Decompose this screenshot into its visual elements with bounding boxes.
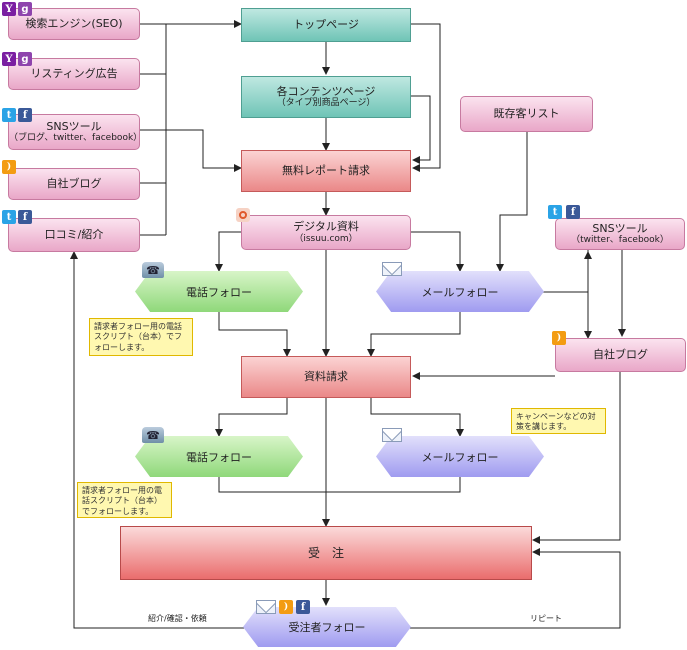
sns-right-node: SNSツール （twitter、facebook） [555, 218, 685, 250]
mail-icon [382, 428, 402, 442]
document-request-label: 資料請求 [304, 370, 348, 384]
note-phone-2: 請求者フォロー用の電話スクリプト（台本）でフォローします。 [77, 482, 172, 518]
note-phone-2-text: 請求者フォロー用の電話スクリプト（台本）でフォローします。 [82, 486, 162, 516]
phone-icon: ☎ [142, 427, 164, 443]
phone-follow-2: 電話フォロー [135, 436, 303, 477]
phone-follow-1-label: 電話フォロー [186, 285, 252, 299]
twitter-icon: t [2, 210, 16, 224]
rss-icon: ) [279, 600, 293, 614]
rss-icon: ) [552, 331, 566, 345]
seo-label: 検索エンジン(SEO) [25, 17, 123, 31]
facebook-icon: f [566, 205, 580, 219]
free-report-label: 無料レポート請求 [282, 164, 370, 178]
document-request-node: 資料請求 [241, 356, 411, 398]
after-order-label: 受注者フォロー [288, 621, 366, 634]
edge-label-repeat: リピート [528, 613, 564, 624]
digital-title: デジタル資料 [293, 220, 359, 233]
mail-follow-2: メールフォロー [376, 436, 544, 477]
blog-left-label: 自社ブログ [46, 177, 102, 191]
blog-right-label: 自社ブログ [593, 348, 648, 362]
blog-left-node: 自社ブログ [8, 168, 140, 200]
yahoo-icon: Y [2, 2, 16, 16]
mail-icon [382, 262, 402, 276]
google-icon: g [18, 2, 32, 16]
yahoo-icon: Y [2, 52, 16, 66]
facebook-icon: f [296, 600, 310, 614]
note-mail-2: キャンペーンなどの対策を講じます。 [511, 408, 606, 434]
mail-icon [256, 600, 276, 614]
existing-customers-node: 既存客リスト [460, 96, 593, 132]
digital-docs-node: デジタル資料 （issuu.com） [241, 215, 411, 250]
edge-label-referral: 紹介/確認・依頼 [146, 613, 209, 624]
sns-left-sub: （ブログ、twitter、facebook） [9, 133, 143, 144]
order-node: 受 注 [120, 526, 532, 580]
listing-label: リスティング広告 [30, 67, 118, 81]
mail-follow-1: メールフォロー [376, 271, 544, 312]
mail-follow-2-label: メールフォロー [421, 450, 499, 464]
twitter-icon: t [2, 108, 16, 122]
top-page-node: トップページ [241, 8, 411, 42]
blog-right-node: 自社ブログ [555, 338, 686, 372]
order-label: 受 注 [307, 545, 344, 560]
top-page-label: トップページ [293, 18, 359, 32]
sns-right-sub: （twitter、facebook） [571, 235, 669, 246]
google-icon: g [18, 52, 32, 66]
phone-icon: ☎ [142, 262, 164, 278]
note-mail-2-text: キャンペーンなどの対策を講じます。 [516, 412, 596, 432]
sns-left-node: SNSツール （ブログ、twitter、facebook） [8, 114, 143, 150]
phone-follow-2-label: 電話フォロー [186, 450, 252, 464]
content-page-node: 各コンテンツページ （タイプ別商品ページ） [241, 76, 411, 118]
after-order-follow: 受注者フォロー [243, 607, 411, 647]
note-phone-1-text: 請求者フォロー用の電話スクリプト（台本）でフォローします。 [94, 322, 182, 352]
twitter-icon: t [548, 205, 562, 219]
note-phone-1: 請求者フォロー用の電話スクリプト（台本）でフォローします。 [89, 318, 193, 356]
content-title: 各コンテンツページ [276, 84, 376, 98]
facebook-icon: f [18, 108, 32, 122]
kuchikomi-label: 口コミ/紹介 [44, 228, 104, 242]
sns-right-title: SNSツール [592, 221, 648, 235]
content-sub: （タイプ別商品ページ） [276, 98, 376, 109]
facebook-icon: f [18, 210, 32, 224]
free-report-node: 無料レポート請求 [241, 150, 411, 192]
sns-left-title: SNSツール [46, 119, 102, 133]
rss-icon: ) [2, 160, 16, 174]
digital-sub: （issuu.com） [294, 233, 358, 244]
mail-follow-1-label: メールフォロー [421, 285, 499, 299]
phone-follow-1: 電話フォロー [135, 271, 303, 312]
existing-label: 既存客リスト [493, 107, 560, 121]
target-icon [236, 208, 250, 222]
